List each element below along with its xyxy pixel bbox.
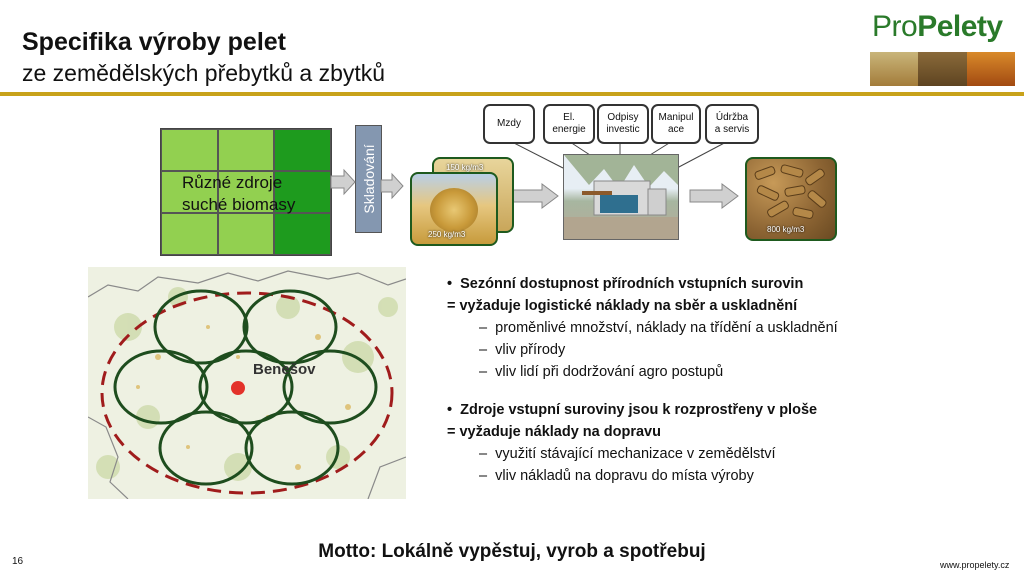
biomass-cell <box>161 129 218 171</box>
cost-handling-line2: ace <box>667 124 685 135</box>
footer-url: www.propelety.cz <box>940 560 1010 570</box>
collection-area <box>282 349 378 425</box>
bullet-list: • Sezónní dostupnost přírodních vstupníc… <box>447 273 897 487</box>
production-site-marker <box>231 381 245 395</box>
biomass-cell <box>161 213 218 255</box>
bullet-sub: – vliv přírody <box>479 342 566 358</box>
collection-area <box>158 410 254 486</box>
collection-area <box>153 289 249 365</box>
biomass-cell <box>274 171 331 213</box>
biomass-cell <box>274 129 331 171</box>
page-number: 16 <box>12 556 24 567</box>
map-town-label: Benešov <box>253 361 316 378</box>
arrow-storage-to-bales <box>380 172 404 200</box>
collection-area <box>113 349 209 425</box>
bullet-sub-text: vliv přírody <box>495 342 566 358</box>
slide-title: Specifika výroby pelet <box>22 28 287 56</box>
cost-box-electricity: El.energie <box>543 104 595 144</box>
collection-area <box>244 410 340 486</box>
biomass-cell <box>217 213 275 255</box>
collection-area <box>242 289 338 365</box>
pellet-plant-photo <box>563 154 679 240</box>
biomass-label-line1: Různé zdroje <box>182 173 283 192</box>
bullet-main-text: Zdroje vstupní suroviny jsou k rozprostř… <box>460 402 818 418</box>
cost-line-mzdy <box>507 139 564 169</box>
biomass-cell <box>274 213 331 255</box>
title-divider <box>0 92 1024 96</box>
bullet-sub-text: využití stávající mechanizace v zeměděls… <box>495 446 776 462</box>
biomass-cell <box>161 171 218 213</box>
region-map: Benešov <box>88 267 406 499</box>
propelety-logo: ProPelety <box>870 8 1015 86</box>
pellets-photo: 800 kg/m3 <box>745 157 837 241</box>
bullet-group-distribution: • Zdroje vstupní suroviny jsou k rozpros… <box>447 399 897 487</box>
biomass-cell <box>217 129 275 171</box>
bullet-sub-text: proměnlivé množství, náklady na třídění … <box>495 320 838 336</box>
hay-bale-image <box>430 188 478 232</box>
bullet-main: • Sezónní dostupnost přírodních vstupníc… <box>447 276 804 292</box>
bullet-main-text: Sezónní dostupnost přírodních vstupních … <box>460 276 804 292</box>
storage-bar: Skladování <box>355 125 382 233</box>
bullet-sub: – vliv nákladů na dopravu do místa výrob… <box>479 468 754 484</box>
cost-depreciation-line1: Odpisy <box>607 112 639 123</box>
bale-front-density: 250 kg/m3 <box>428 230 466 239</box>
bullet-main: • Zdroje vstupní suroviny jsou k rozpros… <box>447 402 818 418</box>
bullet-sub: – využití stávající mechanizace v zemědě… <box>479 446 776 462</box>
cost-wages-line1: Mzdy <box>497 118 521 129</box>
cost-electricity-line1: El. <box>563 112 575 123</box>
catchment-area <box>100 291 394 495</box>
bullet-spacer <box>447 383 897 399</box>
map-graphic <box>88 267 406 499</box>
bullet-group-seasonal: • Sezónní dostupnost přírodních vstupníc… <box>447 273 897 383</box>
logo-pro: Pro <box>872 10 918 43</box>
motto: Motto: Lokálně vypěstuj, vyrob a spotřeb… <box>318 541 706 562</box>
cost-electricity-line2: energie <box>552 124 586 135</box>
cost-box-wages: Mzdy <box>483 104 535 144</box>
plant-illustration <box>564 155 678 239</box>
arrow-bales-to-plant <box>511 183 559 209</box>
cost-maintenance-line1: Údržba <box>715 112 749 123</box>
bullet-sub: – proměnlivé množství, náklady na tříděn… <box>479 320 838 336</box>
arrow-grid-to-storage <box>330 168 356 196</box>
slide-subtitle: ze zemědělských přebytků a zbytků <box>22 60 386 86</box>
logo-photo-strip <box>870 52 1015 86</box>
bullet-consequence: = vyžaduje náklady na dopravu <box>447 424 661 440</box>
arrow-plant-to-pellets <box>689 183 739 209</box>
pellet-density: 800 kg/m3 <box>767 225 805 234</box>
bullet-sub-text: vliv lidí při dodržování agro postupů <box>495 364 724 380</box>
biomass-label-line2: suché biomasy <box>182 195 296 214</box>
bullet-sub-text: vliv nákladů na dopravu do místa výroby <box>495 468 754 484</box>
bullet-consequence: = vyžaduje logistické náklady na sběr a … <box>447 298 798 314</box>
cost-handling-line1: Manipul <box>658 112 694 123</box>
biomass-label: Různé zdroje suché biomasy <box>182 172 295 216</box>
cost-line-udrzba <box>676 139 731 169</box>
cost-maintenance-line2: a servis <box>714 124 750 135</box>
biomass-cell <box>217 171 275 213</box>
bale-back-density: 150 kg/m3 <box>446 163 484 172</box>
pellets-illustration <box>754 164 827 219</box>
cost-depreciation-line2: investic <box>606 124 640 135</box>
bale-photo-front: 250 kg/m3 <box>410 172 498 246</box>
bullet-sub: – vliv lidí při dodržování agro postupů <box>479 364 724 380</box>
logo-pelety: Pelety <box>917 10 1003 43</box>
biomass-grid <box>160 128 332 256</box>
collection-area <box>198 349 294 425</box>
